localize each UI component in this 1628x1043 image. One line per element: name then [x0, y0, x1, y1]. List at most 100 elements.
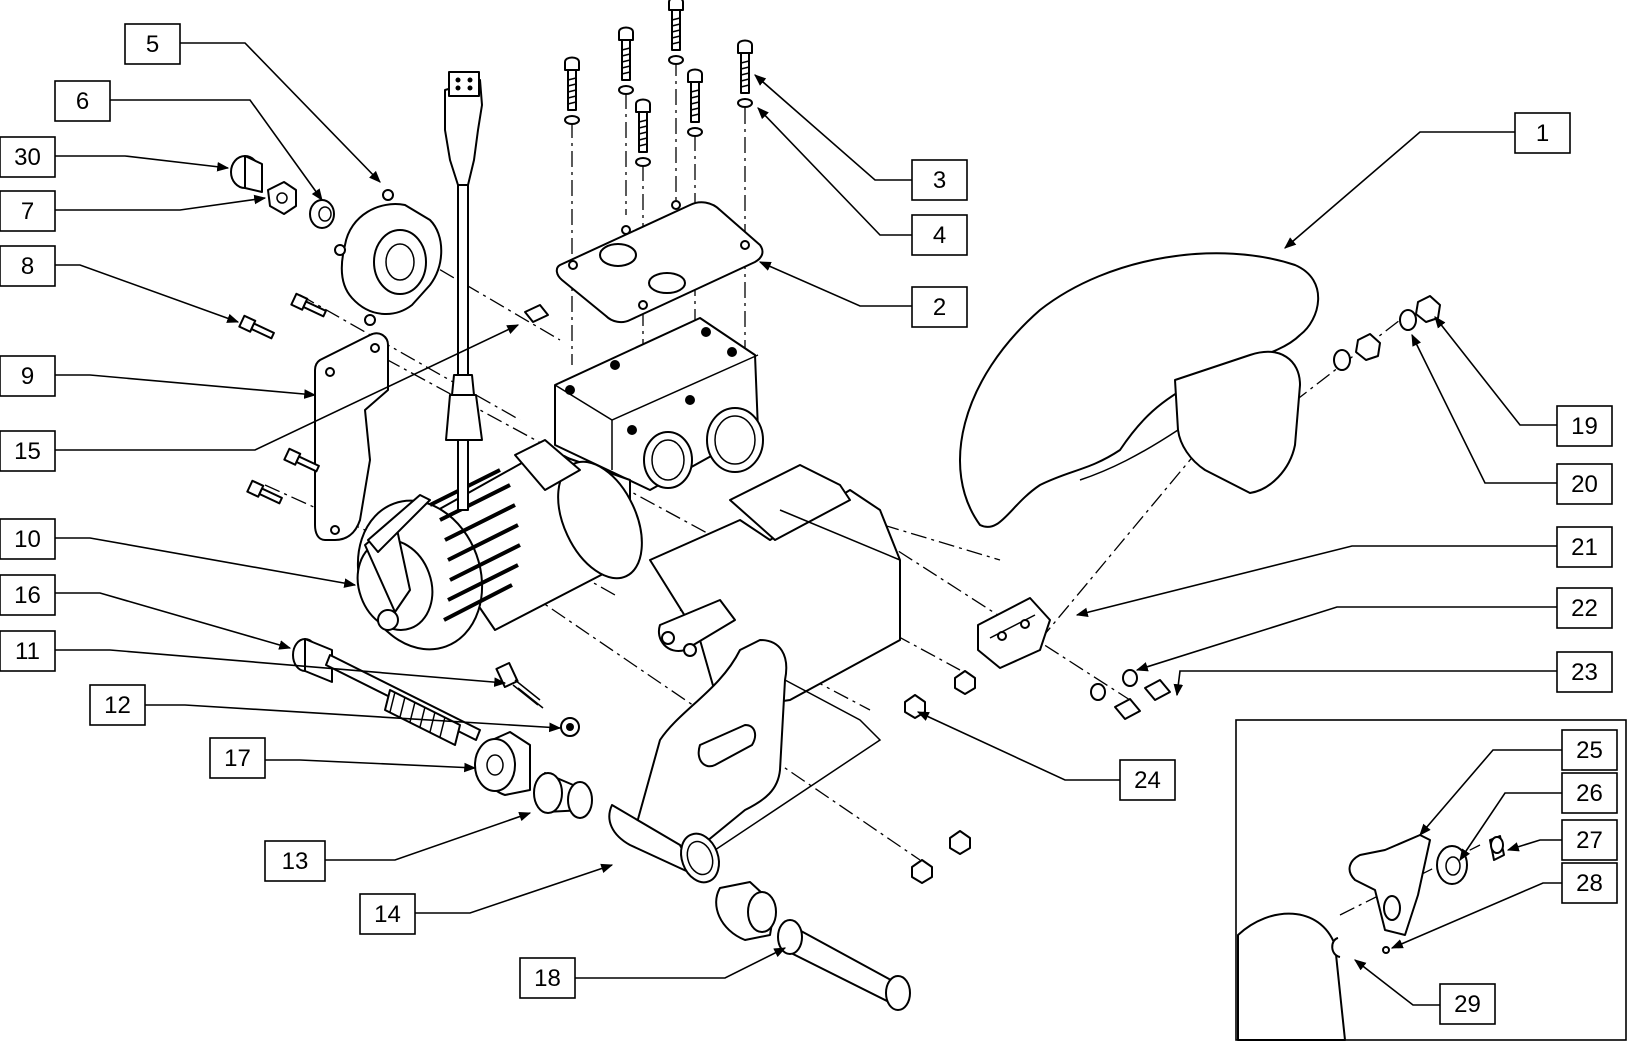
callout-8: 8	[0, 245, 56, 287]
callout-box	[1556, 587, 1613, 629]
callout-4: 4	[911, 214, 968, 256]
fender-cover-part	[959, 252, 1320, 528]
callout-number: 4	[933, 222, 946, 249]
callout-number: 11	[15, 638, 40, 665]
callout-28: 28	[1561, 862, 1618, 904]
washer-20-part	[1333, 309, 1417, 371]
frame-bracket-part	[649, 464, 901, 711]
callout-29: 29	[1439, 983, 1496, 1025]
callout-3: 3	[911, 159, 968, 201]
callout-number: 23	[1571, 659, 1598, 686]
callout-number: 3	[933, 167, 946, 194]
callout-30: 30	[0, 136, 56, 178]
callout-number: 21	[1571, 534, 1598, 561]
sleeve-13-part	[533, 772, 593, 819]
callout-17: 17	[209, 737, 266, 779]
nut-7-part	[267, 181, 297, 215]
gearbox-housing-part	[554, 317, 764, 491]
nut-19-part	[1355, 295, 1441, 361]
callout-box	[1119, 759, 1176, 801]
callout-box	[0, 355, 56, 397]
callout-11: 11	[0, 630, 56, 672]
callout-box	[1514, 112, 1571, 154]
callout-number: 2	[933, 294, 946, 321]
callout-number: 13	[282, 848, 309, 875]
callout-number: 14	[374, 901, 401, 928]
callout-number: 12	[104, 692, 131, 719]
callout-number: 15	[14, 438, 41, 465]
callout-21: 21	[1556, 526, 1613, 568]
hub-part	[334, 189, 443, 326]
callout-box	[1561, 729, 1618, 771]
callout-15: 15	[0, 430, 56, 472]
detail-inset	[1235, 719, 1627, 1041]
callout-box	[1439, 983, 1496, 1025]
callout-box	[124, 23, 181, 65]
spring-pin-11-part	[495, 661, 544, 709]
callout-number: 30	[14, 144, 41, 171]
callout-number: 26	[1576, 780, 1603, 807]
callout-25: 25	[1561, 729, 1618, 771]
callout-number: 20	[1571, 471, 1598, 498]
callout-box	[54, 80, 111, 122]
callout-number: 17	[224, 745, 251, 772]
callout-box	[911, 286, 968, 328]
callout-box	[1556, 526, 1613, 568]
callout-26: 26	[1561, 772, 1618, 814]
callout-number: 18	[534, 965, 561, 992]
key-15-part	[524, 304, 549, 323]
nut-12-part	[560, 717, 580, 737]
motor-part	[356, 439, 643, 651]
callout-box	[519, 957, 576, 999]
callout-number: 1	[1536, 120, 1549, 147]
mount-plate-part	[314, 332, 389, 541]
callout-box	[0, 136, 56, 178]
callout-6: 6	[54, 80, 111, 122]
callout-box	[0, 574, 56, 616]
callout-box	[264, 840, 326, 882]
callout-12: 12	[89, 684, 146, 726]
release-handle-part	[444, 71, 483, 511]
washer-6-part	[309, 199, 335, 229]
callout-labels: 1234567891011121314151617181920212223242…	[0, 23, 1618, 1025]
callout-20: 20	[1556, 463, 1613, 505]
center-lines	[264, 60, 1481, 916]
washer-22-part	[1090, 669, 1138, 701]
callout-box	[1561, 819, 1618, 861]
bolt-8-part	[238, 292, 327, 505]
callout-2: 2	[911, 286, 968, 328]
callout-1: 1	[1514, 112, 1571, 154]
callout-box	[911, 159, 968, 201]
callout-number: 9	[21, 363, 34, 390]
callout-16: 16	[0, 574, 56, 616]
callout-box	[0, 245, 56, 287]
callout-box	[1556, 463, 1613, 505]
screws-part	[564, 0, 753, 167]
callout-22: 22	[1556, 587, 1613, 629]
callout-13: 13	[264, 840, 326, 882]
callout-24: 24	[1119, 759, 1176, 801]
callout-number: 25	[1576, 737, 1603, 764]
leader-lines	[55, 42, 1562, 1006]
callout-number: 22	[1571, 595, 1598, 622]
callout-23: 23	[1556, 651, 1613, 693]
callout-number: 5	[146, 31, 159, 58]
callout-27: 27	[1561, 819, 1618, 861]
bushing-17-part	[474, 731, 531, 796]
nut-24-part	[904, 670, 976, 884]
long-bolt-16-part	[292, 638, 481, 746]
callout-7: 7	[0, 190, 56, 232]
callout-box	[1556, 405, 1613, 447]
callout-box	[0, 190, 56, 232]
swing-arm-part	[634, 639, 882, 861]
callout-number: 7	[21, 198, 34, 225]
callout-number: 29	[1454, 991, 1481, 1018]
callout-box	[0, 630, 56, 672]
top-plate-part	[555, 200, 764, 324]
callout-box	[1561, 772, 1618, 814]
callout-box	[0, 518, 56, 560]
callout-9: 9	[0, 355, 56, 397]
callout-box	[89, 684, 146, 726]
screw-23-part	[1114, 679, 1171, 720]
callout-number: 19	[1571, 413, 1598, 440]
